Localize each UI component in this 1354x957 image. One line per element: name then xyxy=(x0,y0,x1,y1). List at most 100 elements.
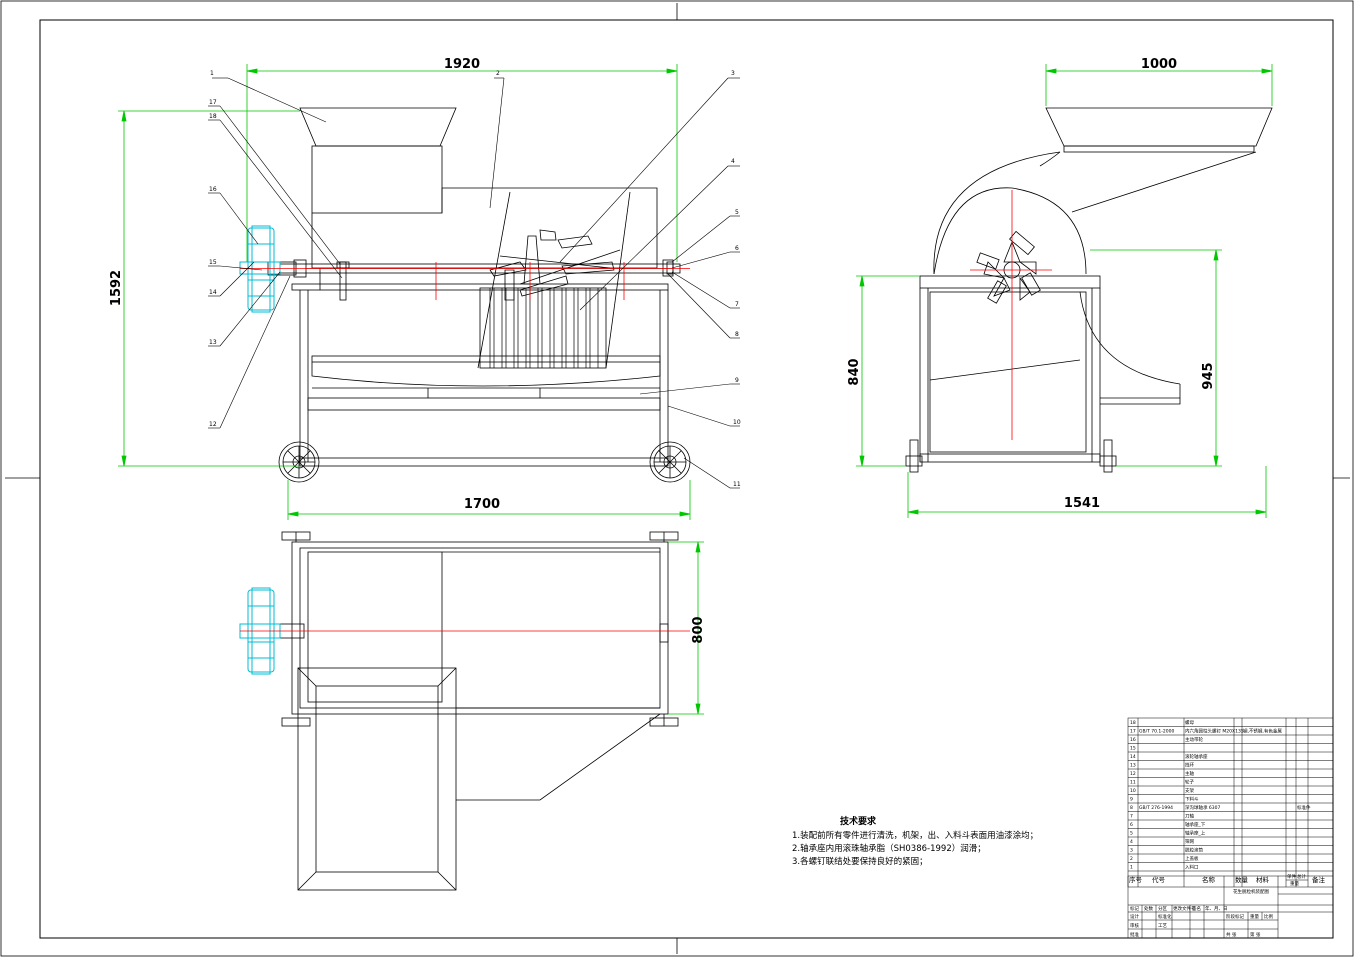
title-cell: 分区 xyxy=(1158,905,1167,912)
title-cell: 处数 xyxy=(1144,905,1153,912)
part-number: 5 xyxy=(735,209,739,216)
title-cell: 批准 xyxy=(1130,931,1139,938)
sieve-bars xyxy=(489,288,599,368)
parts-row-name: 轮子 xyxy=(1185,779,1194,786)
parts-row-no: 8 xyxy=(1130,805,1133,811)
title-block xyxy=(1127,875,1334,939)
parts-row-no: 12 xyxy=(1130,771,1136,777)
note-line: 3.各螺钉联结处要保持良好的紧固； xyxy=(792,856,928,867)
parts-row-name: 轴承座_上 xyxy=(1185,830,1206,837)
wheel-left xyxy=(278,441,320,483)
parts-header-cell: 代号 xyxy=(1152,875,1166,884)
parts-row-name: 主轴 xyxy=(1185,770,1194,777)
parts-row-no: 1 xyxy=(1130,865,1133,871)
title-cell: 共 张 xyxy=(1226,931,1237,938)
drive-pulley-front xyxy=(239,225,281,313)
dim-side-height: 945 xyxy=(1201,362,1216,389)
centerlines-side xyxy=(970,190,1052,440)
title-cell: 工艺 xyxy=(1158,923,1167,929)
parts-row-no: 6 xyxy=(1130,822,1133,828)
part-number: 13 xyxy=(209,339,217,346)
wheel-right xyxy=(649,441,691,483)
parts-row-name: 滚轮轴承座 xyxy=(1185,753,1208,760)
parts-row-no: 7 xyxy=(1130,814,1133,820)
technical-requirements: 技术要求 1.装配前所有零件进行清洗，机架，出、入料斗表面用油漆涂均； 2.轴承… xyxy=(792,815,1038,867)
part-number: 14 xyxy=(209,289,217,296)
parts-row-no: 16 xyxy=(1130,737,1136,743)
upper-cover xyxy=(311,187,658,269)
parts-row-no: 17 xyxy=(1130,729,1136,735)
parts-row-no: 11 xyxy=(1130,780,1136,786)
part-number: 18 xyxy=(209,113,217,120)
parts-row-material: 钢,不锈钢,有色金属 xyxy=(1243,728,1282,735)
title-cell: 签名 xyxy=(1192,905,1201,912)
title-cell: 第 张 xyxy=(1250,931,1261,938)
part-number: 7 xyxy=(735,301,739,308)
parts-row-name: 上盖板 xyxy=(1185,855,1199,862)
note-line: 1.装配前所有零件进行清洗，机架，出、入料斗表面用油漆涂均； xyxy=(792,830,1038,841)
title-cell: 更改文件号 xyxy=(1173,905,1196,912)
parts-row-name: 入料口 xyxy=(1185,864,1199,871)
threshing-blades xyxy=(489,229,621,301)
parts-header-cell: 备注 xyxy=(1312,875,1326,884)
parts-row-name: 挡环 xyxy=(1185,762,1194,769)
part-balloons: 1 2 3 4 5 6 7 8 9 10 11 12 13 14 15 16 1… xyxy=(209,70,741,488)
parts-row-name: 螺母 xyxy=(1185,719,1194,726)
parts-row-name: 主动带轮 xyxy=(1185,736,1203,743)
plan-view xyxy=(269,531,679,891)
parts-row-name: 深沟球轴承 6307 xyxy=(1185,804,1221,811)
parts-row-no: 15 xyxy=(1130,746,1136,752)
side-view xyxy=(905,107,1273,473)
parts-row-no: 5 xyxy=(1130,831,1133,837)
parts-row-no: 14 xyxy=(1130,754,1136,760)
parts-header-cell: 序号 xyxy=(1129,875,1143,884)
title-cell: 年、月、日 xyxy=(1205,905,1228,912)
parts-row-no: 18 xyxy=(1130,720,1136,726)
title-cell: 重量 xyxy=(1250,913,1259,920)
parts-header-cell: 名称 xyxy=(1202,875,1216,884)
parts-row-no: 4 xyxy=(1130,839,1133,845)
title-cell: 设计 xyxy=(1130,913,1139,920)
hopper-plan xyxy=(297,667,457,891)
dim-side-leg-height: 840 xyxy=(847,358,862,385)
parts-header-cell: 单件 xyxy=(1287,873,1296,880)
centerlines-front xyxy=(240,262,690,300)
part-number: 9 xyxy=(735,377,739,384)
title-cell: 标记 xyxy=(1130,905,1139,912)
drawing-title: 花生脱粒机装配图 xyxy=(1233,888,1269,895)
parts-row-no: 10 xyxy=(1130,788,1136,794)
part-number: 3 xyxy=(731,70,735,77)
parts-row-no: 2 xyxy=(1130,856,1133,862)
dim-side-base: 1541 xyxy=(1064,496,1100,511)
dim-top-length: 1920 xyxy=(444,57,480,72)
part-number: 2 xyxy=(496,70,500,77)
note-line: 2.轴承座内用滚珠轴承脂（SH0386-1992）润滑； xyxy=(792,843,986,854)
part-number: 17 xyxy=(209,99,217,106)
parts-row-name: 筛网 xyxy=(1185,838,1194,845)
leader-lines xyxy=(208,77,740,489)
part-number: 15 xyxy=(209,259,217,266)
part-number: 1 xyxy=(210,70,214,77)
parts-row-no: 9 xyxy=(1130,797,1133,803)
parts-row-name: 脱粒滚筒 xyxy=(1185,847,1203,854)
parts-header-cell: 材料 xyxy=(1256,875,1270,884)
dim-plan-width: 800 xyxy=(691,616,706,643)
parts-row-name: 支架 xyxy=(1185,787,1194,794)
parts-row-no: 13 xyxy=(1130,763,1136,769)
dimension-lines xyxy=(118,64,1273,715)
parts-header-cell: 总计 xyxy=(1297,873,1306,880)
title-block-texts: 花生脱粒机装配图 标记 处数 分区 更改文件号 签名 年、月、日 设计 标准化 … xyxy=(1130,888,1273,938)
parts-row-name: 轴承座_下 xyxy=(1185,821,1206,828)
parts-header-cell: 重量 xyxy=(1290,880,1299,887)
rotor-side xyxy=(976,230,1041,304)
dim-total-height: 1592 xyxy=(109,270,124,306)
part-number: 12 xyxy=(209,421,217,428)
parts-row-no: 3 xyxy=(1130,848,1133,854)
part-number: 8 xyxy=(735,331,739,338)
parts-row-code: GB/T 276-1994 xyxy=(1139,805,1173,811)
dimension-texts: 1920 1592 1700 800 1000 840 945 1541 xyxy=(109,57,1216,644)
part-number: 11 xyxy=(733,481,741,488)
